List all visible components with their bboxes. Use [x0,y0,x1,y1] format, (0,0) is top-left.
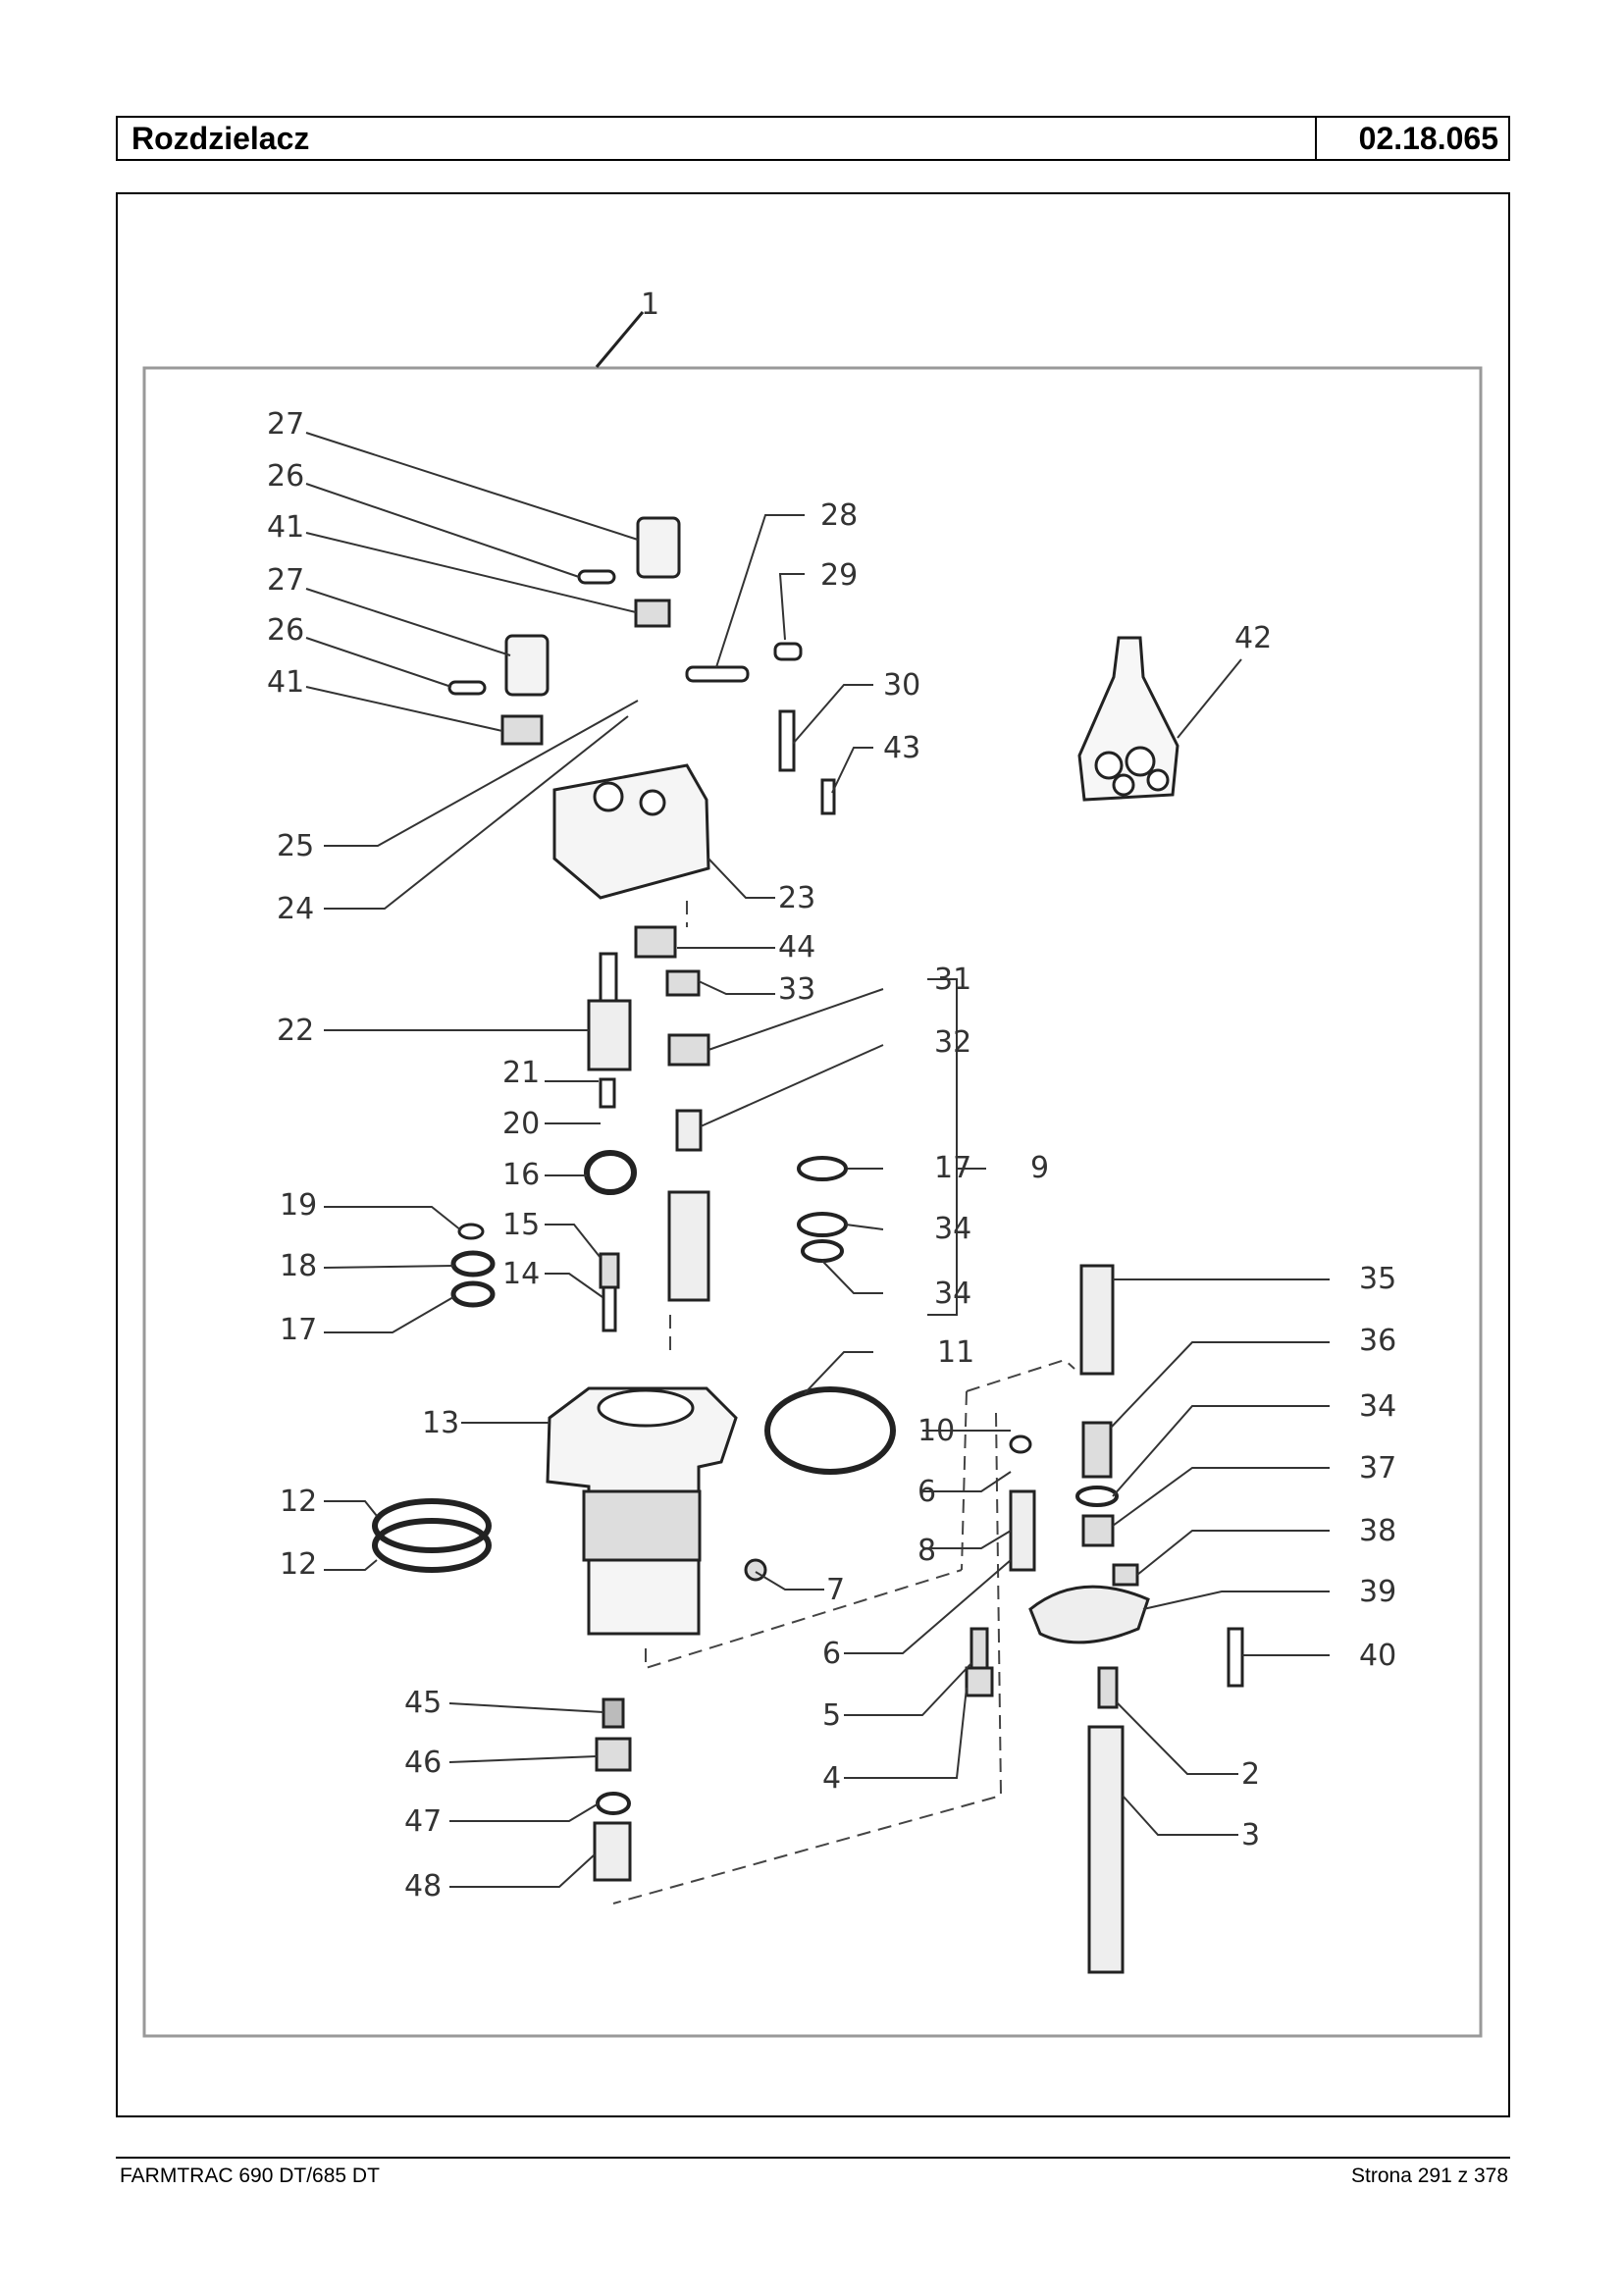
callout-label: 33 [778,972,815,1007]
callout-label: 6 [822,1637,841,1671]
callout-label: 42 [1234,621,1272,655]
callout-label: 26 [267,613,304,648]
callout-label: 46 [404,1746,442,1780]
inner-frame [142,366,1483,2038]
callout-label: 4 [822,1761,841,1796]
callout-label: 22 [277,1014,314,1048]
parts-artwork [372,311,1244,1974]
callout-label: 36 [1359,1324,1396,1358]
callout-label: 17 [934,1151,971,1185]
callout-label: 15 [502,1208,540,1242]
callout-label: 30 [883,668,920,703]
callout-label: 24 [277,892,314,926]
callout-label: 48 [404,1869,442,1904]
page-code: 02.18.065 [1315,118,1508,159]
callout-label: 38 [1359,1514,1396,1548]
callout-label: 1 [641,287,659,322]
callout-label: 35 [1359,1262,1396,1296]
callout-label: 7 [826,1573,845,1607]
callout-label: 34 [1359,1389,1396,1424]
callout-label: 34 [934,1277,971,1311]
callout-label: 31 [934,963,971,997]
callout-label: 28 [820,498,858,533]
callout-label: 41 [267,665,304,700]
callout-label: 27 [267,563,304,598]
callout-label: 23 [778,881,815,915]
callout-label: 40 [1359,1639,1396,1673]
callout-label: 21 [502,1056,540,1090]
callout-label: 27 [267,407,304,442]
page-header: Rozdzielacz 02.18.065 [116,116,1510,161]
callout-label: 18 [280,1249,317,1283]
callout-label: 25 [277,829,314,863]
leader-lines [305,432,1330,1888]
callout-label: 26 [267,459,304,494]
callout-label: 19 [280,1188,317,1223]
callout-label: 47 [404,1804,442,1839]
callout-label: 5 [822,1698,841,1733]
diagram-frame [116,192,1510,2117]
callout-label: 13 [422,1406,459,1440]
callout-label: 34 [934,1212,971,1246]
callout-label: 10 [917,1414,955,1448]
callout-label: 41 [267,510,304,545]
footer-model: FARMTRAC 690 DT/685 DT [120,2165,380,2187]
callout-label: 45 [404,1686,442,1720]
callout-label: 9 [1030,1151,1049,1185]
footer-divider [116,2157,1510,2159]
callout-label: 32 [934,1025,971,1060]
callout-label: 3 [1241,1818,1260,1852]
assembly-lines [612,901,1075,1904]
callout-label: 16 [502,1158,540,1192]
callout-label: 20 [502,1107,540,1141]
callout-labels: 1 2 3 4 5 6 6 7 8 9 10 11 12 12 13 14 15… [267,287,1396,1904]
callout-label: 17 [280,1313,317,1347]
callout-label: 12 [280,1547,317,1582]
callout-label: 12 [280,1485,317,1519]
callout-label: 29 [820,558,858,593]
callout-label: 14 [502,1257,540,1291]
page-title: Rozdzielacz [131,121,310,156]
callout-label: 2 [1241,1757,1260,1792]
footer-page-number: Strona 291 z 378 [1351,2165,1508,2187]
callout-label: 37 [1359,1451,1396,1486]
callout-label: 11 [937,1335,974,1370]
callout-label: 43 [883,731,920,765]
callout-label: 8 [917,1534,936,1568]
callout-label: 44 [778,930,815,965]
callout-label: 6 [917,1475,936,1509]
callout-label: 39 [1359,1575,1396,1609]
